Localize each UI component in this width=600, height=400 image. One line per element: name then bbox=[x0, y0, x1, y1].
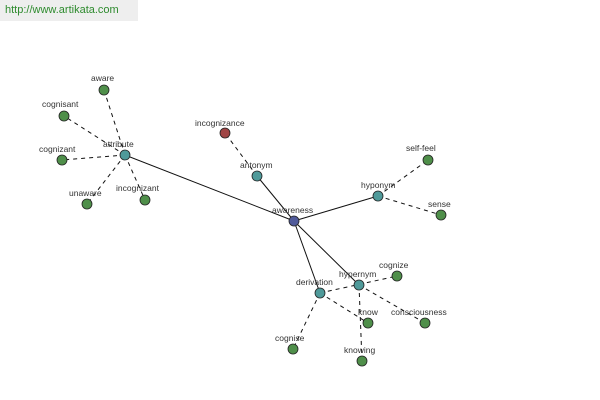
edge-hypernym-consciousness bbox=[358, 284, 426, 324]
edge-derivation-know bbox=[319, 292, 369, 324]
node-label-sense: sense bbox=[428, 199, 451, 209]
node-consciousness[interactable] bbox=[419, 317, 431, 329]
node-label-cognize: cognize bbox=[379, 260, 409, 270]
node-hyponym[interactable] bbox=[372, 190, 384, 202]
node-know[interactable] bbox=[362, 317, 374, 329]
node-aware[interactable] bbox=[98, 84, 110, 96]
node-label-hyponym: hyponym bbox=[361, 180, 396, 190]
node-cognisant[interactable] bbox=[58, 110, 70, 122]
node-label-incognizant: incognizant bbox=[116, 183, 160, 193]
node-incognizant[interactable] bbox=[139, 194, 151, 206]
node-label-cognizant: cognizant bbox=[39, 144, 76, 154]
node-label-consciousness: consciousness bbox=[391, 307, 447, 317]
node-label-aware: aware bbox=[91, 73, 114, 83]
node-label-know: know bbox=[358, 307, 379, 317]
nodes-layer bbox=[56, 84, 447, 367]
edge-attribute-cognizant bbox=[61, 154, 126, 161]
node-cognizant[interactable] bbox=[56, 154, 68, 166]
edge-antonym-incognizance bbox=[224, 132, 258, 177]
node-label-self-feel: self-feel bbox=[406, 143, 436, 153]
edges-layer bbox=[61, 89, 442, 362]
edge-awareness-derivation bbox=[293, 220, 321, 294]
edge-attribute-aware bbox=[103, 89, 126, 156]
edge-hyponym-self-feel bbox=[377, 159, 429, 197]
node-cognise[interactable] bbox=[287, 343, 299, 355]
edge-derivation-cognize bbox=[319, 275, 398, 294]
labels-layer: awareness attribute antonym hyponym derivati… bbox=[39, 73, 451, 355]
node-label-awareness: awareness bbox=[272, 205, 313, 215]
node-label-unaware: unaware bbox=[69, 188, 102, 198]
source-url-bar: http://www.artikata.com bbox=[0, 0, 138, 21]
edge-awareness-antonym bbox=[256, 175, 295, 222]
node-label-hypernym: hypernym bbox=[339, 269, 376, 279]
node-label-derivation: derivation bbox=[296, 277, 333, 287]
edge-attribute-incognizant bbox=[124, 154, 146, 201]
node-derivation[interactable] bbox=[314, 287, 326, 299]
node-self-feel[interactable] bbox=[422, 154, 434, 166]
edge-awareness-attribute bbox=[124, 154, 295, 222]
node-hypernym[interactable] bbox=[353, 279, 365, 291]
source-url-link[interactable]: http://www.artikata.com bbox=[5, 4, 119, 16]
node-knowing[interactable] bbox=[356, 355, 368, 367]
edge-attribute-unaware bbox=[86, 154, 126, 205]
edge-awareness-hypernym bbox=[293, 220, 360, 286]
node-awareness[interactable] bbox=[288, 215, 300, 227]
node-label-cognisant: cognisant bbox=[42, 99, 79, 109]
node-label-antonym: antonym bbox=[240, 160, 273, 170]
node-attribute[interactable] bbox=[119, 149, 131, 161]
edge-derivation-cognise bbox=[292, 292, 321, 350]
node-cognize[interactable] bbox=[391, 270, 403, 282]
node-sense[interactable] bbox=[435, 209, 447, 221]
edge-hyponym-sense bbox=[377, 195, 442, 216]
node-label-cognise: cognise bbox=[275, 333, 305, 343]
node-antonym[interactable] bbox=[251, 170, 263, 182]
node-label-incognizance: incognizance bbox=[195, 118, 245, 128]
node-incognizance[interactable] bbox=[219, 127, 231, 139]
node-unaware[interactable] bbox=[81, 198, 93, 210]
edge-awareness-hyponym bbox=[293, 195, 379, 222]
node-label-knowing: knowing bbox=[344, 345, 375, 355]
node-label-attribute: attribute bbox=[103, 139, 134, 149]
